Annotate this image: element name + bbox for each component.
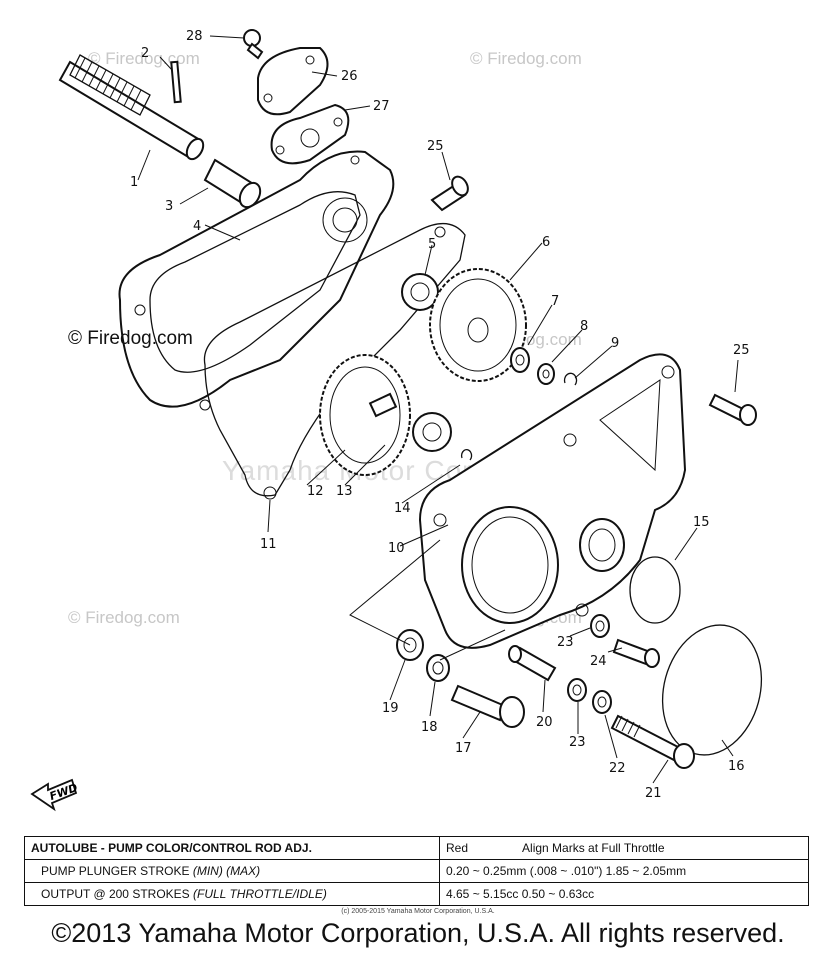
washer-part <box>590 614 610 638</box>
table-row: PUMP PLUNGER STROKE (MIN) (MAX) 0.20 ~ 0… <box>24 859 809 883</box>
parts-diagram: © Firedog.com © Firedog.com © Firedog.co… <box>30 29 763 812</box>
row-label-qualifier: (FULL THROTTLE/IDLE) <box>193 887 327 901</box>
callout-5: 5 <box>428 237 436 252</box>
callout-19: 19 <box>382 701 399 716</box>
callout-17: 17 <box>455 741 472 756</box>
watermark-site: © Firedog.com <box>68 328 193 349</box>
spec-table: AUTOLUBE - PUMP COLOR/CONTROL ROD ADJ. R… <box>24 836 809 906</box>
table-cell: PUMP PLUNGER STROKE (MIN) (MAX) <box>24 859 440 883</box>
watermark-site: © Firedog.com <box>470 49 582 68</box>
table-cell-color: Red <box>446 841 469 855</box>
callout-21: 21 <box>645 786 662 801</box>
bolt-part <box>708 393 757 426</box>
snap-ring-part <box>629 556 681 624</box>
washer-part <box>426 654 450 682</box>
table-cell: 0.20 ~ 0.25mm (.008 ~ .010") 1.85 ~ 2.05… <box>439 859 809 883</box>
callout-24: 24 <box>590 654 607 669</box>
bearing-part <box>401 273 439 311</box>
washer-part <box>537 363 555 385</box>
footer-copyright: ©2013 Yamaha Motor Corporation, U.S.A. A… <box>51 918 785 948</box>
washer-part <box>510 347 530 373</box>
cover-gasket-part <box>203 223 466 500</box>
callout-27: 27 <box>373 99 390 114</box>
bolt-part <box>430 175 469 212</box>
screw-part <box>243 29 264 60</box>
callout-13: 13 <box>336 484 353 499</box>
callout-8: 8 <box>580 319 588 334</box>
callout-22: 22 <box>609 761 626 776</box>
o-ring-part <box>661 624 763 756</box>
row-label: OUTPUT @ 200 STROKES <box>41 887 190 901</box>
callout-11: 11 <box>260 537 277 552</box>
table-cell: 4.65 ~ 5.15cc 0.50 ~ 0.63cc <box>439 882 809 906</box>
bolt-part <box>612 638 660 668</box>
washer-part <box>592 690 612 714</box>
pump-shaft-part <box>58 54 205 161</box>
callout-23: 23 <box>557 635 574 650</box>
callout-1: 1 <box>130 175 138 190</box>
callout-28: 28 <box>186 29 203 44</box>
callout-3: 3 <box>165 199 173 214</box>
callout-23: 23 <box>569 735 586 750</box>
drive-gear-part <box>429 268 527 382</box>
callout-26: 26 <box>341 69 358 84</box>
driven-gear-part <box>319 354 411 476</box>
cover-plate-part <box>257 47 329 116</box>
clip-part <box>563 372 578 386</box>
callout-18: 18 <box>421 720 438 735</box>
callout-16: 16 <box>728 759 745 774</box>
callout-4: 4 <box>193 219 201 234</box>
callout-10: 10 <box>388 541 405 556</box>
callout-9: 9 <box>611 336 619 351</box>
housing-part <box>118 150 395 411</box>
fwd-label: FWD <box>48 781 79 803</box>
dowel-part <box>508 645 557 682</box>
callout-2: 2 <box>141 46 149 61</box>
row-label: PUMP PLUNGER STROKE <box>41 864 190 878</box>
clip-part <box>460 448 473 461</box>
callout-20: 20 <box>536 715 553 730</box>
fwd-arrow-icon: FWD <box>30 778 79 812</box>
callout-labels: 1 2 3 4 5 6 7 8 9 10 11 12 13 14 15 16 1… <box>130 29 750 801</box>
pump-body-part <box>418 353 687 649</box>
washer-part <box>567 678 587 702</box>
callout-7: 7 <box>551 294 559 309</box>
table-cell: Red Align Marks at Full Throttle <box>439 836 809 860</box>
gasket-part <box>270 103 350 165</box>
bearing-part <box>412 412 452 452</box>
callout-15: 15 <box>693 515 710 530</box>
bolt-part <box>450 684 525 728</box>
row-label-qualifier: (MIN) (MAX) <box>192 864 261 878</box>
callout-14: 14 <box>394 501 411 516</box>
callout-6: 6 <box>542 235 550 250</box>
bolt-part <box>610 714 695 769</box>
collar-part <box>203 158 262 209</box>
table-row: OUTPUT @ 200 STROKES (FULL THROTTLE/IDLE… <box>24 882 809 906</box>
table-cell: AUTOLUBE - PUMP COLOR/CONTROL ROD ADJ. <box>24 836 440 860</box>
small-copyright: (c) 2005-2015 Yamaha Motor Corporation, … <box>341 908 495 915</box>
leader-lines <box>137 35 739 784</box>
pin-part <box>170 60 182 104</box>
callout-25: 25 <box>427 139 444 154</box>
table-row: AUTOLUBE - PUMP COLOR/CONTROL ROD ADJ. R… <box>24 836 809 860</box>
callout-12: 12 <box>307 484 324 499</box>
table-cell: OUTPUT @ 200 STROKES (FULL THROTTLE/IDLE… <box>24 882 440 906</box>
table-cell-header: Align Marks at Full Throttle <box>522 841 665 855</box>
watermark-site: © Firedog.com <box>68 608 180 627</box>
callout-25: 25 <box>733 343 750 358</box>
